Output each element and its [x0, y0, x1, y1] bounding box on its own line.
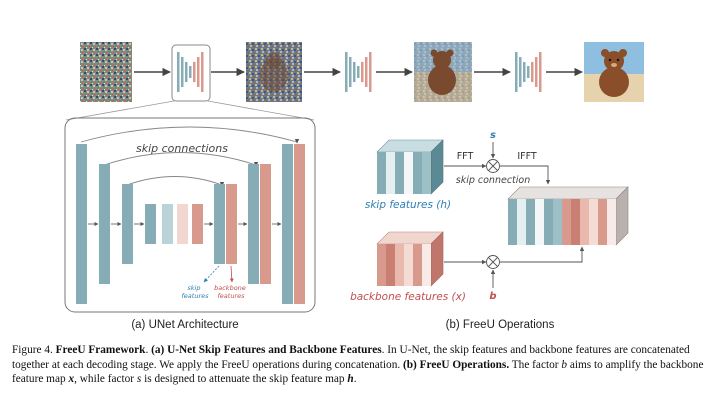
skip-features-label-line1: skip [187, 284, 200, 292]
noisy-teddy-image [246, 42, 302, 102]
caption-var-x: x [68, 373, 75, 385]
noise-image [80, 42, 132, 102]
unet-icon [345, 52, 372, 92]
caption-title: FreeU Framework [55, 344, 146, 356]
fft-label: FFT [457, 151, 474, 162]
unet-block-highlighted [171, 44, 211, 102]
caption-part-a-text: In U-Net, the skip features and backbone… [12, 344, 690, 371]
backbone-features-label-line2: features [218, 292, 246, 300]
skip-features-h-label: skip features (h) [365, 199, 451, 211]
unet-icon [515, 52, 542, 92]
panel-a-title: (a) UNet Architecture [131, 319, 238, 331]
caption-text: is designed to attenuate the skip featur… [144, 373, 345, 385]
caption-fig-label: Figure 4. [12, 344, 53, 356]
caption-part-a-title: (a) U-Net Skip Features and Backbone Fea… [151, 344, 382, 356]
caption-text: aims to amplify the backbone feature map [12, 358, 704, 386]
svg-text:backbone features: backbone features [214, 284, 248, 300]
clean-teddy-image [584, 42, 644, 102]
freeu-operations-panel: skip features (h) backbone features (x) … [350, 130, 629, 303]
concatenated-features-block [507, 186, 629, 246]
pipeline-row [80, 42, 644, 102]
unet-architecture-panel: skip connections skip features ba [64, 117, 316, 313]
backbone-features-x-label: backbone features (x) [350, 291, 466, 303]
skip-features-block [376, 139, 444, 195]
backbone-features-label-line1: backbone [214, 284, 246, 292]
skip-features-label-line2: features [182, 292, 210, 300]
caption-var-b: b [561, 358, 567, 371]
panel-b-title: (b) FreeU Operations [446, 319, 555, 331]
skip-connections-label: skip connections [136, 142, 228, 155]
svg-text:skip features: skip features [182, 284, 210, 300]
caption-text: The factor [511, 358, 559, 371]
s-factor-label: s [490, 130, 496, 141]
ifft-label: IFFT [517, 151, 537, 162]
backbone-features-block [376, 231, 444, 287]
caption-var-s: s [136, 373, 142, 385]
partially-denoised-teddy-image [414, 42, 472, 102]
caption-part-b-title: (b) FreeU Operations. [403, 358, 510, 371]
unet-icon [177, 52, 204, 92]
caption-text: . [353, 373, 357, 385]
caption-var-h: h [347, 373, 354, 385]
b-factor-label: b [489, 291, 496, 302]
skip-connection-label: skip connection [456, 175, 530, 186]
figure-caption: Figure 4. FreeU Framework. (a) U-Net Ski… [12, 344, 704, 386]
caption-text: , while factor [74, 373, 135, 385]
